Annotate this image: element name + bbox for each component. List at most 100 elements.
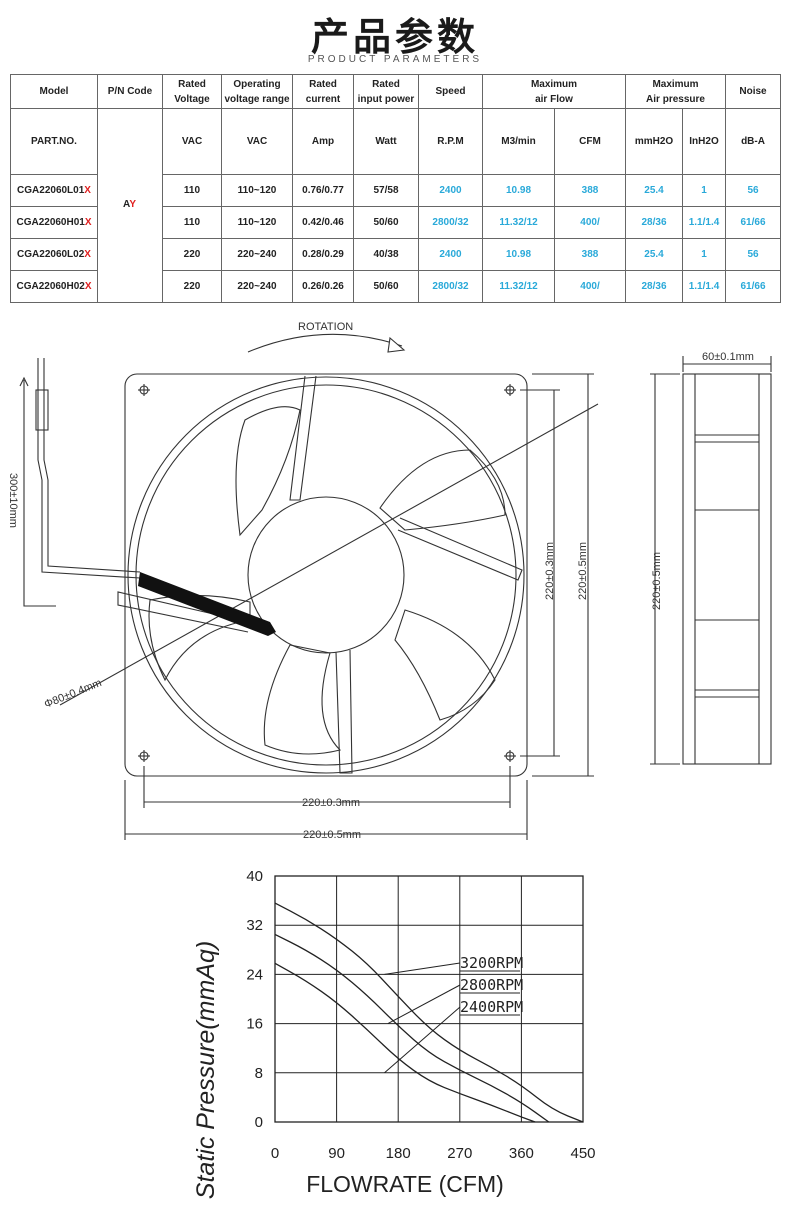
legend-leader bbox=[387, 984, 461, 1025]
table-row: CGA22060H02X 220 220~240 0.26/0.26 50/60… bbox=[10, 270, 782, 303]
series-line-2800rpm bbox=[274, 933, 550, 1123]
power-cell: 57/58 bbox=[353, 174, 419, 207]
lead-length-dim bbox=[23, 380, 56, 607]
wire-sleeve bbox=[35, 389, 49, 431]
current-cell: 0.76/0.77 bbox=[292, 174, 354, 207]
inner-ring bbox=[135, 384, 517, 766]
range-cell: 220~240 bbox=[221, 270, 293, 303]
unit-inh2o: InH2O bbox=[681, 108, 727, 175]
model-cell: CGA22060L02X bbox=[10, 238, 98, 271]
unit-dba: dB-A bbox=[725, 108, 782, 175]
cfm-cell: 400/ bbox=[554, 270, 626, 303]
outer-v-label: 220±0.5mm bbox=[577, 542, 589, 600]
m3min-cell: 11.32/12 bbox=[482, 206, 555, 239]
fan-strut bbox=[289, 375, 317, 501]
unit-vac: VAC bbox=[162, 108, 222, 175]
inh2o-cell: 1.1/1.4 bbox=[681, 270, 727, 303]
mount-hole-icon bbox=[504, 750, 516, 762]
x-tick-label: 90 bbox=[328, 1145, 345, 1162]
pn-code-value: AY bbox=[123, 199, 136, 210]
x-tick-label: 180 bbox=[386, 1145, 411, 1162]
unit-m3min: M3/min bbox=[482, 108, 555, 175]
y-axis-label: Static Pressure(mmAq) bbox=[192, 941, 220, 1199]
legend-label: 2800RPM bbox=[460, 976, 523, 994]
rpm-cell: 2400 bbox=[418, 174, 483, 207]
m3min-cell: 10.98 bbox=[482, 238, 555, 271]
y-tick-label: 16 bbox=[246, 1016, 263, 1033]
fan-hub bbox=[247, 496, 405, 654]
inh2o-cell: 1 bbox=[681, 238, 727, 271]
mmh2o-cell: 25.4 bbox=[625, 238, 683, 271]
series-line-3200rpm bbox=[274, 902, 584, 1123]
cable-bundle bbox=[138, 572, 276, 636]
legend-label: 2400RPM bbox=[460, 998, 523, 1016]
mmh2o-cell: 28/36 bbox=[625, 270, 683, 303]
x-axis-label: FLOWRATE (CFM) bbox=[306, 1171, 504, 1197]
lead-wire bbox=[37, 358, 141, 579]
range-cell: 110~120 bbox=[221, 206, 293, 239]
voltage-cell: 220 bbox=[162, 238, 222, 271]
power-cell: 50/60 bbox=[353, 206, 419, 239]
range-cell: 110~120 bbox=[221, 174, 293, 207]
mount-hole-icon bbox=[138, 750, 150, 762]
unit-watt: Watt bbox=[353, 108, 419, 175]
x-tick-label: 360 bbox=[509, 1145, 534, 1162]
fan-strut bbox=[117, 591, 249, 633]
voltage-cell: 110 bbox=[162, 206, 222, 239]
power-cell: 50/60 bbox=[353, 270, 419, 303]
side-height-label: 220±0.5mm bbox=[651, 552, 663, 610]
unit-amp: Amp bbox=[292, 108, 354, 175]
hole-pitch-h-label: 220±0.3mm bbox=[302, 797, 360, 809]
series-line-2400rpm bbox=[274, 962, 536, 1123]
chart-series bbox=[274, 902, 584, 1123]
unit-rpm: R.P.M bbox=[418, 108, 483, 175]
rotation-label: ROTATION bbox=[298, 321, 353, 333]
table-row: CGA22060L02X 220 220~240 0.28/0.29 40/38… bbox=[10, 238, 782, 271]
col-noise: Noise bbox=[725, 74, 782, 109]
m3min-cell: 11.32/12 bbox=[482, 270, 555, 303]
fan-blade bbox=[379, 449, 506, 531]
noise-cell: 61/66 bbox=[725, 206, 782, 239]
side-view bbox=[682, 373, 772, 765]
legend-leader bbox=[384, 1006, 461, 1074]
fan-strut bbox=[335, 649, 353, 774]
model-cell: CGA22060H01X bbox=[10, 206, 98, 239]
hub-diameter-leader bbox=[59, 403, 599, 706]
rpm-cell: 2400 bbox=[418, 238, 483, 271]
mmh2o-cell: 28/36 bbox=[625, 206, 683, 239]
y-tick-label: 0 bbox=[255, 1114, 263, 1131]
fan-frame bbox=[124, 373, 528, 777]
fan-blade bbox=[263, 644, 342, 755]
rpm-cell: 2800/32 bbox=[418, 270, 483, 303]
voltage-cell: 110 bbox=[162, 174, 222, 207]
unit-cfm: CFM bbox=[554, 108, 626, 175]
lead-length-label: 300±10mm bbox=[7, 473, 19, 528]
y-tick-label: 24 bbox=[246, 966, 263, 983]
noise-cell: 56 bbox=[725, 238, 782, 271]
legend-leader bbox=[384, 962, 461, 975]
unit-mmh2o: mmH2O bbox=[625, 108, 683, 175]
plot-frame bbox=[274, 875, 584, 1123]
fan-strut bbox=[397, 517, 523, 581]
lead-wire bbox=[43, 358, 141, 573]
page-subtitle: PRODUCT PARAMETERS bbox=[307, 54, 483, 65]
hole-pitch-v-label: 220±0.3mm bbox=[544, 542, 556, 600]
rpm-cell: 2800/32 bbox=[418, 206, 483, 239]
page-header: 产品参数 PRODUCT PARAMETERS bbox=[0, 0, 790, 72]
noise-cell: 56 bbox=[725, 174, 782, 207]
m3min-cell: 10.98 bbox=[482, 174, 555, 207]
page-title: 产品参数 bbox=[310, 15, 479, 59]
y-tick-label: 8 bbox=[255, 1065, 263, 1082]
model-cell: CGA22060H02X bbox=[10, 270, 98, 303]
voltage-cell: 220 bbox=[162, 270, 222, 303]
power-cell: 40/38 bbox=[353, 238, 419, 271]
